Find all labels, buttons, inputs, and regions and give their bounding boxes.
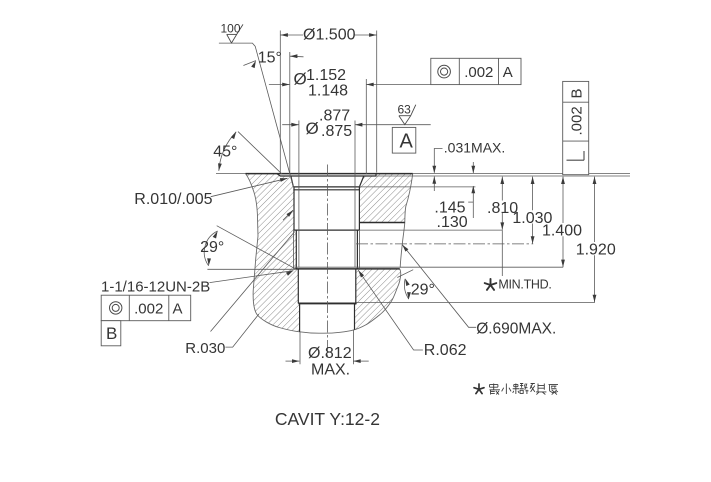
svg-text:.810: .810 (487, 200, 518, 217)
svg-text:1.920: 1.920 (576, 242, 616, 259)
svg-text:1.400: 1.400 (542, 223, 582, 240)
svg-text:Ø.812: Ø.812 (308, 345, 352, 362)
svg-text:1-1/16-12UN-2B: 1-1/16-12UN-2B (101, 278, 210, 295)
svg-text:A: A (400, 131, 414, 153)
svg-text:.031MAX.: .031MAX. (444, 140, 505, 156)
svg-text:100: 100 (221, 22, 241, 36)
svg-text:R.030: R.030 (185, 340, 225, 357)
svg-text:MAX.: MAX. (311, 362, 350, 379)
svg-text:.002: .002 (134, 300, 163, 317)
svg-text:.002: .002 (464, 64, 493, 81)
svg-text:R.062: R.062 (424, 342, 467, 359)
svg-text:1.152: 1.152 (306, 67, 346, 84)
svg-text:Ø: Ø (294, 70, 307, 89)
svg-text:29°: 29° (411, 282, 435, 299)
svg-text:15°: 15° (258, 49, 282, 66)
svg-text:.002: .002 (569, 106, 586, 135)
svg-text:B: B (106, 324, 117, 343)
svg-text:A: A (503, 64, 513, 81)
svg-text:Ø1.500: Ø1.500 (303, 26, 356, 43)
svg-text:1.030: 1.030 (512, 210, 552, 227)
svg-text:CAVIT Y:12-2: CAVIT Y:12-2 (275, 409, 380, 429)
svg-text:Ø: Ø (306, 119, 319, 138)
svg-text:1.148: 1.148 (308, 82, 348, 99)
svg-text:A: A (173, 300, 183, 317)
svg-text:29°: 29° (200, 239, 224, 256)
svg-text:45°: 45° (213, 143, 237, 160)
svg-text:Ø.690MAX.: Ø.690MAX. (476, 321, 556, 338)
svg-text:.145: .145 (434, 199, 465, 216)
svg-text:MIN.THD.: MIN.THD. (498, 278, 551, 292)
svg-text:63: 63 (398, 103, 412, 117)
svg-text:B: B (569, 88, 586, 98)
svg-text:R.010/.005: R.010/.005 (134, 191, 212, 208)
svg-text:.877: .877 (319, 107, 350, 124)
svg-text:.130: .130 (437, 214, 468, 231)
svg-text:.875: .875 (321, 123, 352, 140)
